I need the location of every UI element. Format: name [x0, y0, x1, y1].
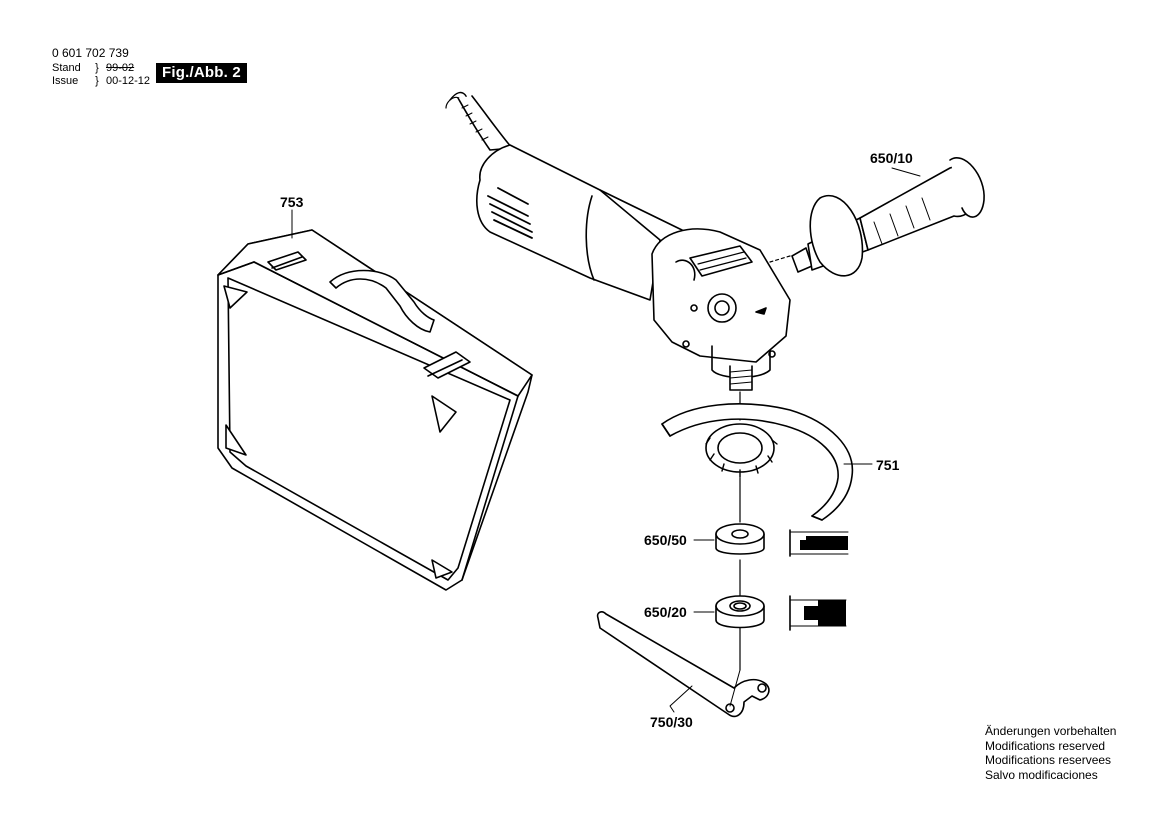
pin-spanner-drawing	[596, 611, 770, 718]
notice-fr: Modifications reservees	[985, 753, 1112, 767]
revision-block: Stand } 99-02 Issue } 00-12-12	[52, 62, 150, 88]
notice-es: Salvo modificaciones	[985, 767, 1098, 782]
notice-en: Modifications reserved	[985, 738, 1106, 753]
figure-label: Fig./Abb. 2	[156, 63, 247, 83]
issue-value: 00-12-12	[106, 75, 151, 87]
angle-grinder-drawing	[476, 144, 791, 421]
brace-glyph: }	[95, 75, 99, 87]
leader-lines	[291, 167, 921, 713]
auxiliary-handle-drawing	[769, 157, 985, 277]
part-number: 0 601 702 739	[52, 46, 129, 60]
carry-case-drawing	[217, 229, 533, 591]
stand-row: Stand } 99-02	[52, 62, 150, 75]
clamping-nut-section	[789, 595, 847, 631]
callout-spanner: 750/30	[650, 714, 693, 730]
stand-value: 99-02	[106, 62, 135, 74]
issue-label: Issue	[52, 75, 79, 87]
power-cord-drawing	[445, 91, 513, 151]
issue-row: Issue } 00-12-12	[52, 75, 150, 88]
modifications-notice: Änderungen vorbehalten Modifications res…	[985, 724, 1116, 782]
brace-glyph: }	[95, 62, 99, 74]
callout-case: 753	[280, 194, 304, 210]
clamping-nut-drawing	[715, 595, 765, 629]
inner-flange-drawing	[715, 523, 765, 555]
stand-label: Stand	[52, 62, 81, 74]
callout-clamping-nut: 650/20	[644, 604, 687, 620]
wheel-guard-drawing	[661, 403, 854, 521]
callout-guard: 751	[876, 457, 900, 473]
callout-inner-flange: 650/50	[644, 532, 687, 548]
inner-flange-section	[789, 529, 849, 557]
callout-handle: 650/10	[870, 150, 913, 166]
notice-de: Änderungen vorbehalten	[985, 724, 1117, 738]
